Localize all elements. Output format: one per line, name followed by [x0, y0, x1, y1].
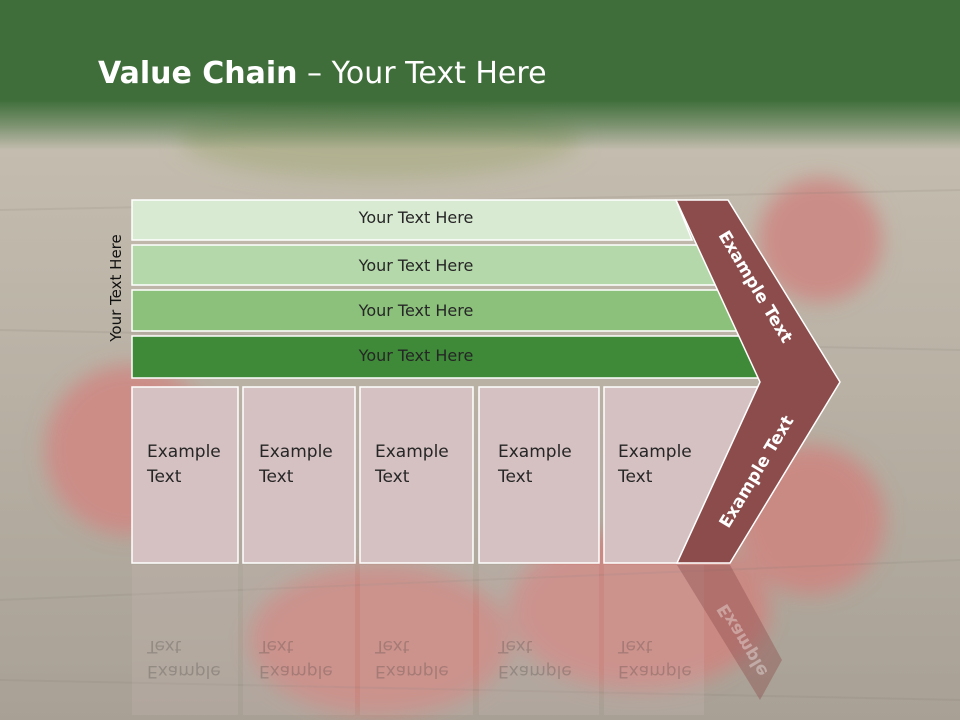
column-4-line2: Text [498, 467, 533, 487]
column-5-line2: Text [618, 467, 653, 487]
chevron-reflection-text: Example [713, 600, 772, 680]
column-1 [131, 386, 239, 564]
column-1-line2: Text [147, 467, 182, 487]
bar-3-label: Your Text Here [358, 301, 474, 320]
header-band [0, 0, 960, 150]
bar-1 [131, 199, 694, 241]
column-5-line1: Example [618, 442, 692, 462]
chevron-arrow [674, 199, 841, 564]
column-4-line1: Example [498, 442, 572, 462]
column-2 [242, 386, 356, 564]
title-bold: Value Chain [98, 56, 298, 91]
column-3 [359, 386, 474, 564]
page-title: Value Chain – Your Text Here [98, 56, 547, 91]
column-3-line2: Text [375, 467, 410, 487]
column-2-line1: Example [259, 442, 333, 462]
chevron-upper-text: Example Text [714, 227, 797, 346]
bar-1-label: Your Text Here [358, 208, 474, 227]
column-2-line2: Text [259, 467, 294, 487]
bar-2-label: Your Text Here [358, 256, 474, 275]
chevron-reflection [677, 565, 782, 700]
chevron-lower-text: Example Text [716, 412, 799, 531]
column-1-line1: Example [147, 442, 221, 462]
title-rest: – Your Text Here [297, 56, 547, 91]
column-4 [478, 386, 600, 564]
column-3-line1: Example [375, 442, 449, 462]
bar-4-label: Your Text Here [358, 346, 474, 365]
column-reflections [132, 565, 704, 715]
